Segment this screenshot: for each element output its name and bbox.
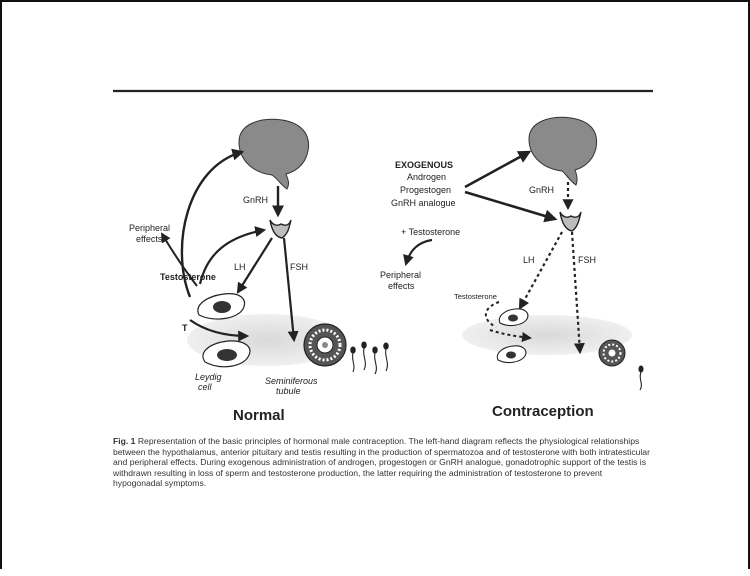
- lh-dotted-arrow: [518, 231, 563, 310]
- testosterone-label: Testosterone: [160, 272, 216, 282]
- peripheral-arrow: [160, 232, 198, 287]
- leydig-cell-lower: [496, 345, 527, 364]
- lh-arrow: [236, 237, 273, 294]
- caption-text: Representation of the basic principles o…: [113, 436, 650, 489]
- gnrh-label: GnRH: [243, 195, 268, 205]
- seminiferous-tubule-icon: [598, 339, 626, 367]
- t-label: T: [182, 323, 188, 333]
- t-arrow: [189, 319, 250, 342]
- lh-label: LH: [523, 255, 535, 265]
- sperm-cells-icon: [350, 341, 389, 375]
- testosterone-dotted-curve: [484, 301, 500, 328]
- peripheral-effects-label: Peripheral effects: [129, 223, 173, 244]
- leydig-cell-upper: [197, 293, 245, 320]
- peripheral-effects-label: Peripheral effects: [380, 270, 424, 291]
- peripheral-arrow: [403, 238, 433, 267]
- normal-diagram: GnRH Peripheral effects Testosterone LH …: [129, 118, 389, 424]
- lh-label: LH: [234, 262, 246, 272]
- feedback-arrow-hypothalamus: [180, 148, 245, 298]
- leydig-cell-lower: [202, 340, 251, 368]
- exogenous-label: EXOGENOUS: [395, 160, 453, 170]
- contraception-title: Contraception: [492, 403, 594, 420]
- androgen-label: Androgen: [407, 172, 446, 182]
- caption-label: Fig. 1: [113, 436, 136, 446]
- plus-testosterone-label: + Testosterone: [401, 227, 460, 237]
- figure-caption: Fig. 1 Representation of the basic princ…: [113, 436, 653, 489]
- pituitary-shape: [269, 219, 292, 239]
- exogenous-to-hypothalamus-arrow: [464, 150, 532, 189]
- pituitary-shape: [559, 211, 582, 232]
- fsh-dotted-arrow: [570, 231, 585, 355]
- gnrh-label: GnRH: [529, 185, 554, 195]
- sperm-cell-icon: [638, 365, 644, 391]
- leydig-cell-label: Leydig cell: [195, 372, 224, 392]
- fsh-label: FSH: [578, 255, 596, 265]
- progestogen-label: Progestogen: [400, 185, 451, 195]
- leydig-cell-upper: [498, 308, 529, 327]
- fsh-label: FSH: [290, 262, 308, 272]
- testosterone-label: Testosterone: [454, 292, 497, 301]
- seminiferous-tubule-label: Seminiferous tubule: [265, 376, 320, 396]
- exogenous-to-pituitary-arrow: [464, 190, 558, 223]
- fsh-arrow: [282, 237, 299, 343]
- gnrh-analogue-label: GnRH analogue: [391, 198, 456, 208]
- hypothalamus-shape: [238, 118, 310, 190]
- t-dotted-arrow: [489, 329, 532, 342]
- feedback-arrow-pituitary: [198, 226, 267, 285]
- hypothalamus-shape: [528, 116, 598, 186]
- normal-title: Normal: [233, 407, 285, 424]
- contraception-diagram: EXOGENOUS Androgen Progestogen GnRH anal…: [380, 116, 644, 420]
- seminiferous-tubule-icon: [303, 323, 347, 367]
